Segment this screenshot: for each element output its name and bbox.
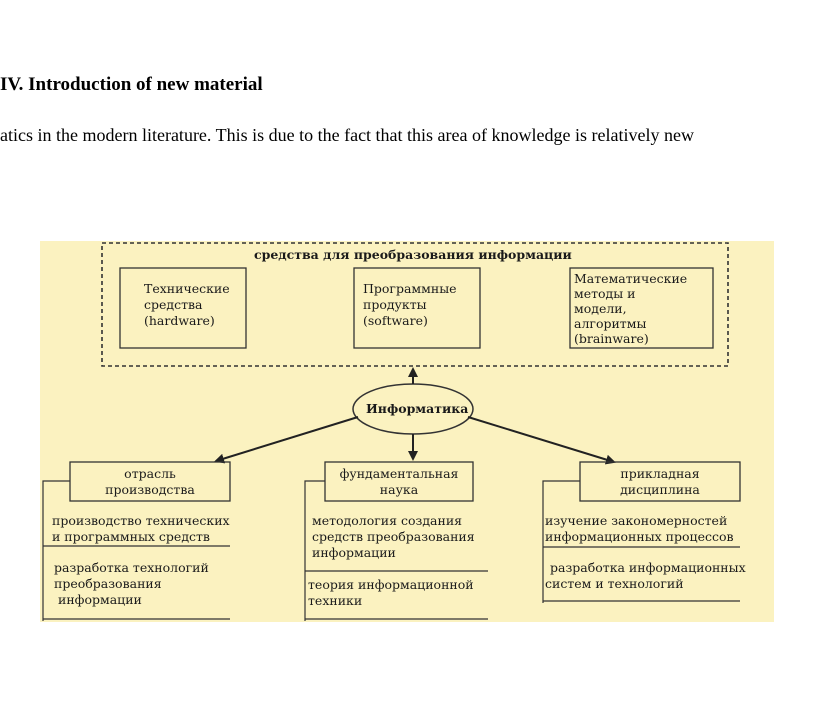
mid-item-2-line-1: теория информационной: [308, 577, 474, 592]
mid-item-2-line-2: техники: [308, 593, 363, 608]
right-item-2-line-2: систем и технологий: [545, 576, 684, 591]
left-item-1-line-1: производство технических: [52, 513, 230, 528]
software-box: [353, 267, 481, 349]
top-group-frame: [101, 242, 729, 367]
branch-mid-line-2: наука: [379, 482, 419, 497]
mid-bracket: [304, 480, 325, 621]
left-item-2-line-1: разработка технологий: [54, 560, 209, 575]
brainware-line-4: алгоритмы: [574, 316, 647, 331]
diagram-lines: [42, 242, 741, 621]
arrow-right: [467, 416, 616, 465]
left-item-2-line-3: информации: [58, 592, 142, 607]
mid-item-1-line-2: средств преобразования: [312, 529, 475, 544]
branch-left-line-2: производства: [105, 482, 195, 497]
brainware-line-3: модели,: [574, 301, 627, 316]
brainware-line-1: Математические: [574, 271, 688, 286]
hardware-line-1: Технические: [144, 281, 230, 296]
branch-mid-line-1: фундаментальная: [339, 466, 459, 481]
hardware-box: [119, 267, 247, 349]
right-item-2-line-1: разработка информационных: [550, 560, 746, 575]
right-bracket: [542, 480, 580, 603]
hardware-line-2: средства: [144, 297, 203, 312]
center-label: Информатика: [366, 401, 469, 416]
software-line-2: продукты: [363, 297, 427, 312]
left-bracket: [42, 480, 70, 621]
brainware-box: [569, 267, 714, 349]
software-line-1: Программные: [363, 281, 457, 296]
right-item-1-line-1: изучение закономерностей: [545, 513, 728, 528]
top-group-title: средства для преобразования информации: [254, 247, 572, 262]
informatics-diagram: средства для преобразования информации Т…: [40, 241, 774, 622]
body-paragraph: atics in the modern literature. This is …: [0, 125, 694, 145]
arrow-left: [214, 416, 359, 464]
branch-right-line-1: прикладная: [620, 466, 700, 481]
mid-item-1-line-1: методология создания: [312, 513, 463, 528]
mid-item-1-line-3: информации: [312, 545, 396, 560]
section-heading: IV. Introduction of new material: [0, 74, 263, 95]
branch-right-line-2: дисциплина: [620, 482, 700, 497]
right-item-1-line-2: информационных процессов: [545, 529, 734, 544]
software-line-3: (software): [363, 313, 428, 328]
left-item-1-line-2: и программных средств: [52, 529, 210, 544]
brainware-line-2: методы и: [574, 286, 636, 301]
branch-left-line-1: отрасль: [124, 466, 176, 481]
brainware-line-5: (brainware): [574, 331, 649, 346]
left-item-2-line-2: преобразования: [54, 576, 162, 591]
hardware-line-3: (hardware): [144, 313, 215, 328]
